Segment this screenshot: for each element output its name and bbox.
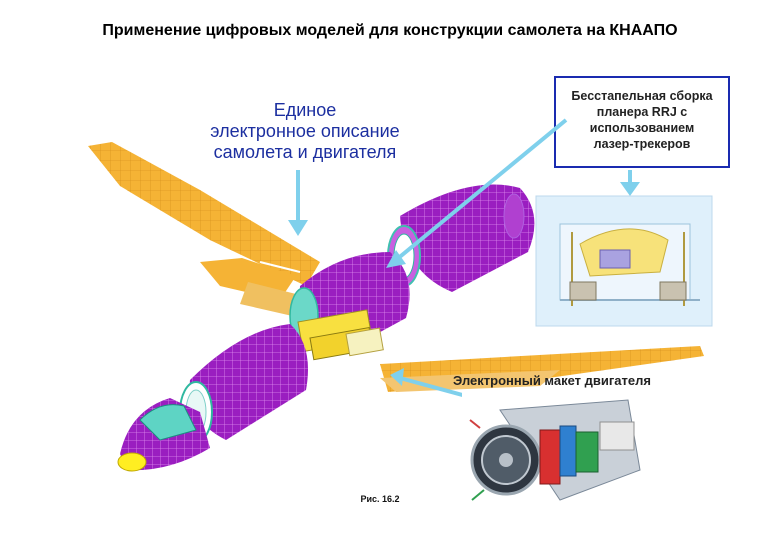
right-wing (380, 346, 704, 392)
label-line-2: электронное описание (210, 121, 400, 141)
arrow-box-to-image (620, 170, 640, 196)
box-line-2: планера RRJ с (596, 105, 688, 119)
page-title: Применение цифровых моделей для конструк… (102, 22, 678, 39)
rear-fuselage (387, 184, 535, 292)
arrow-box-to-fuselage (386, 118, 568, 268)
label-line-1: Единое (273, 100, 337, 120)
box-line-1: Бесстапельная сборка (571, 89, 713, 103)
figure-caption: Рис. 16.2 (360, 494, 400, 504)
assembly-callout-box: Бесстапельная сборка планера RRJ с испол… (554, 76, 730, 168)
engine-model-image (462, 392, 642, 516)
unified-description-label: Единое электронное описание самолета и д… (190, 100, 420, 163)
middle-fuselage (289, 252, 410, 361)
engine-model-label: Электронный макет двигателя (453, 373, 651, 388)
box-line-4: лазер-трекеров (593, 137, 691, 151)
nose-section (117, 398, 210, 472)
label-line-3: самолета и двигателя (213, 142, 397, 162)
arrow-down-left-label (288, 170, 308, 236)
left-wing (88, 142, 320, 320)
assembly-jig-image (535, 195, 713, 327)
box-line-3: использованием (589, 121, 695, 135)
